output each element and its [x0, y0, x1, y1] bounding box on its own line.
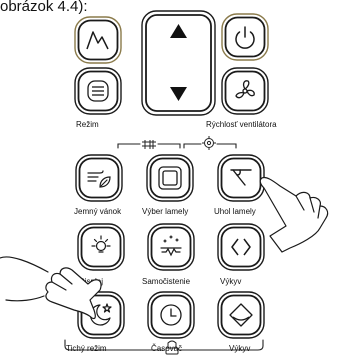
left-hand-illustration — [0, 257, 101, 319]
right-hand-illustration — [260, 177, 327, 252]
